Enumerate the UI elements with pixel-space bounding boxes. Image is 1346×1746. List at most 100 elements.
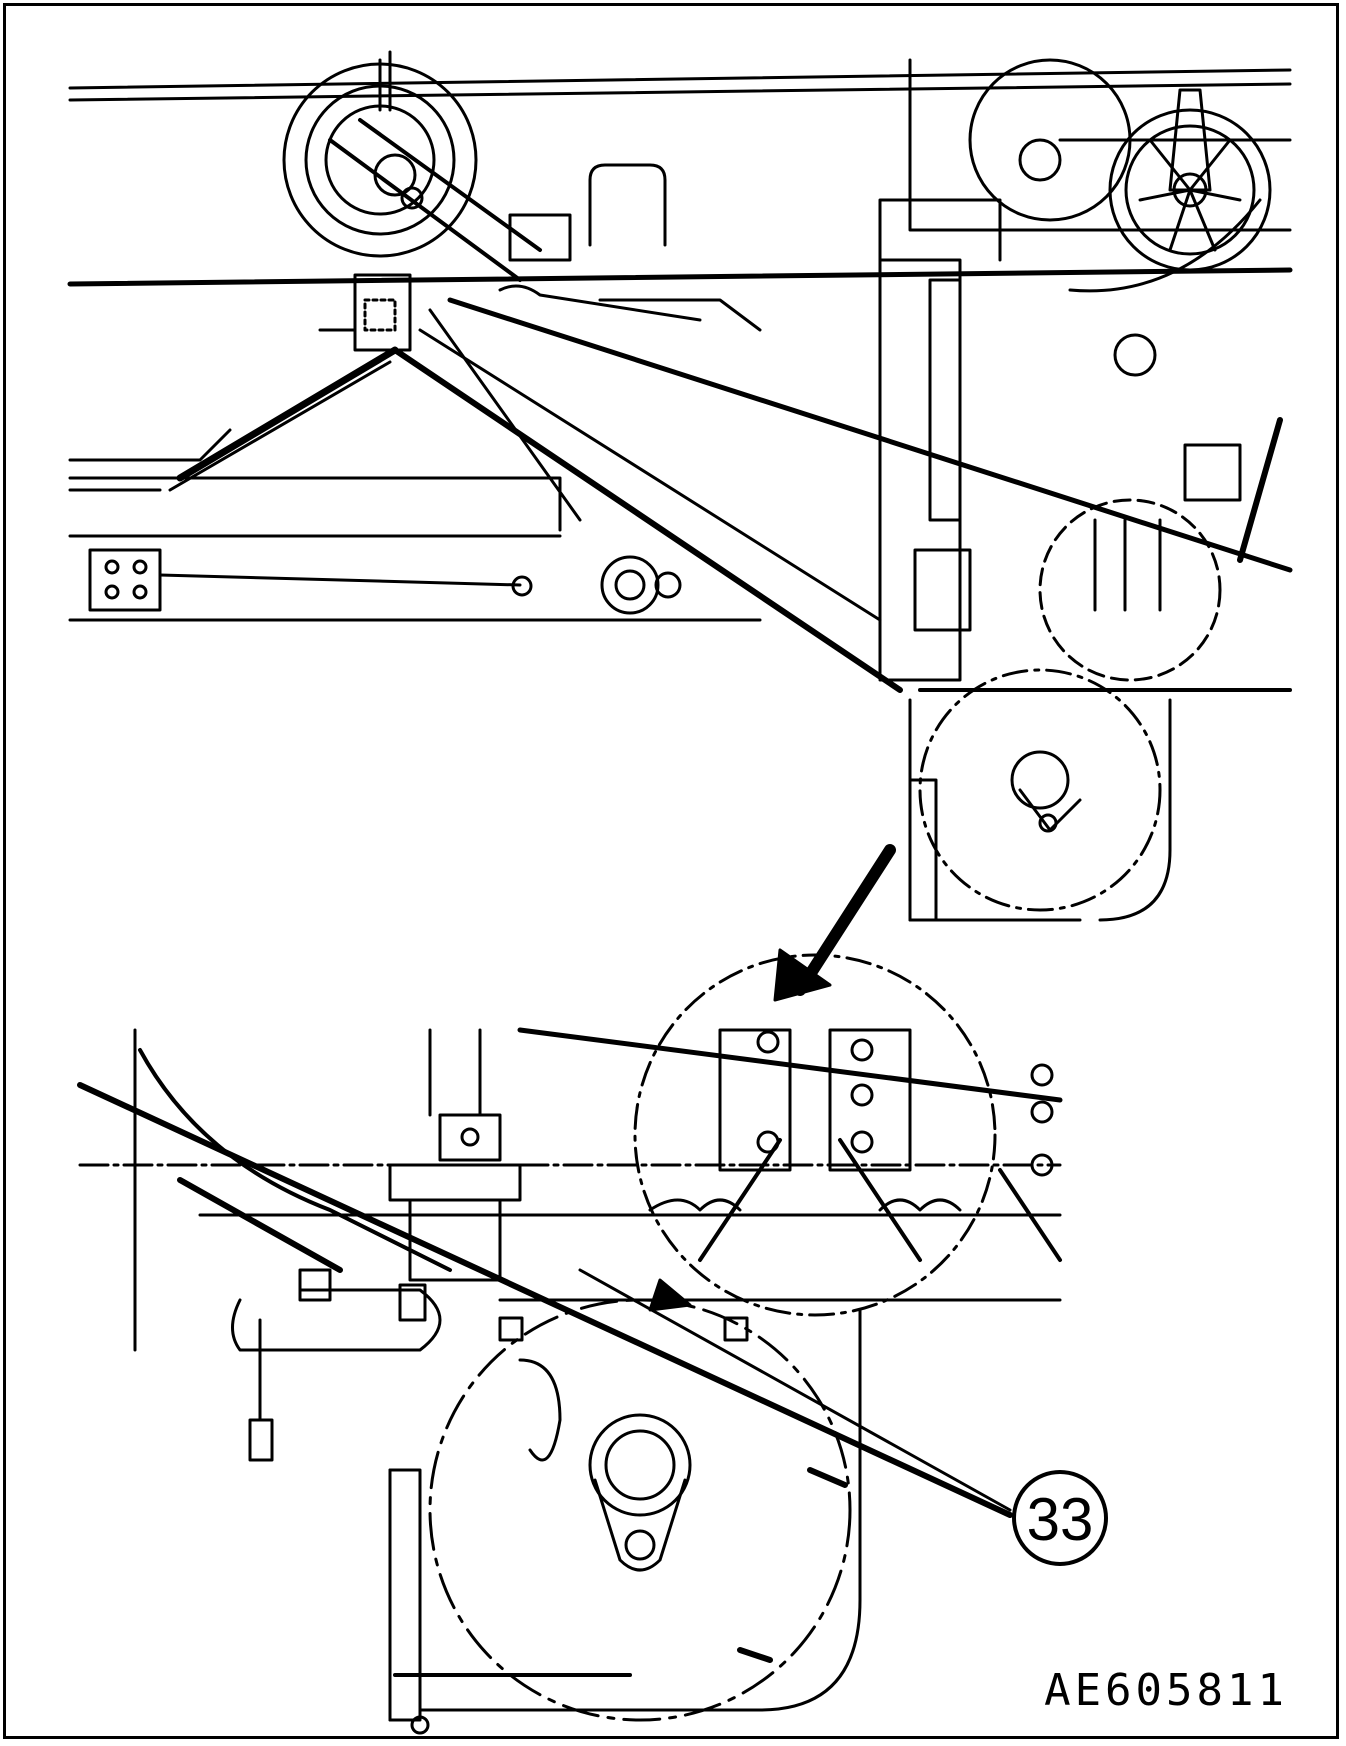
boom-rail	[67, 267, 1293, 287]
valve-pipes	[428, 1028, 482, 1117]
plate-bolt	[850, 1083, 874, 1107]
pulley-pin	[400, 186, 424, 210]
drum-index-marks	[737, 1467, 848, 1663]
frame-foot	[410, 1715, 430, 1735]
drum-brackets	[1093, 518, 1162, 612]
sensor-plug	[248, 1418, 274, 1462]
bracket-bolt	[104, 559, 120, 575]
clip-2	[723, 1316, 749, 1342]
winch-drum-hub	[1010, 750, 1070, 810]
callout-leader	[578, 1268, 1012, 1512]
guard-box	[508, 213, 572, 262]
upper-assembly-view	[67, 50, 1293, 922]
hose-run	[598, 298, 762, 332]
detail-arrow-head	[773, 948, 832, 1002]
pulley-right-rear-hub	[1018, 138, 1062, 182]
drum-frame-right	[1098, 698, 1172, 922]
figure-code: AE605811	[1044, 1665, 1288, 1716]
valve-nut	[460, 1127, 480, 1147]
drum-frame-outline	[418, 1308, 862, 1712]
detail-drum-hub	[588, 1413, 692, 1517]
plate-bolt	[850, 1038, 874, 1062]
detail-drum-hub-inner	[604, 1429, 676, 1501]
bracket-bolt	[132, 584, 148, 600]
lower-detail-view	[77, 953, 1063, 1735]
detail-strut	[177, 1177, 343, 1273]
central-column	[878, 258, 962, 682]
connector	[298, 1268, 332, 1302]
detail-hose	[138, 1048, 452, 1272]
callout-circle	[1012, 1470, 1108, 1566]
drum-frame-post	[388, 1468, 422, 1722]
top-rail-line	[68, 68, 1292, 90]
drum-teeth	[648, 1198, 962, 1212]
bracket-bolt	[132, 559, 148, 575]
detail-cable-upper	[517, 1027, 1063, 1103]
valve-block-inner	[363, 298, 397, 332]
plate-bolt	[1030, 1153, 1054, 1177]
guard-frame	[588, 163, 667, 247]
valve-stack-top	[438, 1113, 502, 1162]
valve-block	[353, 273, 412, 352]
diagonal-strut-main	[392, 347, 903, 693]
sensor-cable	[518, 1358, 562, 1462]
right-link	[998, 1168, 1062, 1262]
clip	[498, 1316, 524, 1342]
pulley-right-rear	[968, 58, 1132, 222]
pivot-pin-2	[654, 571, 682, 599]
top-rail-line-2	[68, 82, 1292, 102]
valve-stack-body	[408, 1198, 502, 1282]
detail-drum-hidden	[633, 953, 997, 1317]
callout-number: 33	[1027, 1486, 1094, 1553]
plate-bolt	[1030, 1063, 1054, 1087]
tie-rod-end	[511, 575, 533, 597]
winch-drum-boss	[1018, 788, 1082, 832]
pulley-spokes	[1138, 138, 1242, 252]
winch-drum-upper	[918, 668, 1162, 912]
pulley-right-front	[1108, 108, 1272, 272]
plate-bolt	[1030, 1100, 1054, 1124]
diagonal-strut-left-b	[168, 360, 392, 492]
figure-frame	[3, 3, 1339, 1739]
callout-33: 33	[1012, 1470, 1108, 1566]
cable-run	[447, 297, 1293, 573]
right-strut	[1237, 417, 1283, 563]
pulley-bracket	[378, 50, 392, 112]
detail-winch-drum	[428, 1298, 852, 1722]
detail-drum-boss	[593, 1478, 687, 1572]
plate-bolt	[850, 1130, 874, 1154]
drum-links	[698, 1138, 922, 1262]
connector-2	[398, 1283, 427, 1322]
drum-support-post	[908, 778, 938, 922]
pivot-pin	[614, 569, 646, 601]
drum-right-hidden	[1038, 498, 1222, 682]
plate-bolt	[756, 1030, 780, 1054]
frame-curve	[1068, 198, 1262, 293]
hose-run-2	[498, 284, 702, 322]
bolt-plate	[718, 1028, 792, 1172]
left-link	[68, 428, 232, 462]
cover-plate	[1183, 443, 1242, 502]
harness-loop	[231, 1288, 442, 1352]
bracket-bolt	[104, 584, 120, 600]
right-plate	[908, 58, 1292, 232]
frame-boss	[1113, 333, 1157, 377]
valve-stack-mid	[388, 1163, 522, 1202]
lower-rail	[68, 476, 562, 532]
winch-drum-pin	[1038, 813, 1058, 833]
detail-arrow-shaft	[794, 844, 896, 996]
pivot-boss	[600, 555, 660, 615]
detail-drum-pin	[624, 1529, 656, 1561]
diagonal-strut-left	[176, 346, 399, 482]
column-block	[913, 548, 972, 632]
diagonal-strut-down	[428, 308, 582, 522]
cable-guide-marker	[648, 1278, 692, 1312]
diagonal-strut-upper	[418, 328, 882, 622]
pulley-right-front-inner	[1124, 124, 1256, 256]
pulley-arm-right	[1168, 88, 1212, 192]
tie-rod	[158, 573, 522, 587]
anchor-bracket	[88, 548, 162, 612]
hydraulic-cylinder	[928, 278, 962, 522]
